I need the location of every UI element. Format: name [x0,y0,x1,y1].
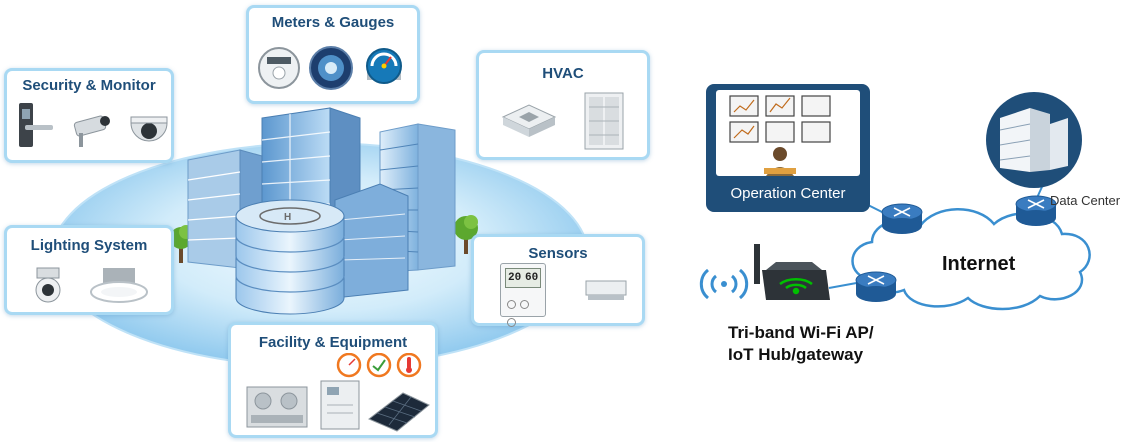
wifi-router-icon [754,244,830,300]
hvac-box: HVAC [476,50,650,160]
lighting-system-title: Lighting System [30,237,148,254]
security-monitor-title: Security & Monitor [22,77,156,94]
water-meter-icon [309,46,353,90]
thermostat-temp: 20 [508,272,522,284]
chiller-icon [246,386,308,428]
pressure-gauge-icon [366,48,402,84]
server-icon [986,92,1082,188]
gateway-label-line2: IoT Hub/gateway [728,345,864,364]
sensors-title: Sensors [528,245,588,262]
monitor-wall-icon [729,95,831,143]
internet-label: Internet [942,253,1016,275]
downlight-icon [90,268,148,303]
router-icon [855,271,897,302]
thermostat-icon: 20 60 [500,263,546,327]
security-monitor-box: Security & Monitor [4,68,174,163]
generator-icon [320,380,360,430]
operation-center-panel: Operation Center [706,84,870,212]
gateway-label-line1: Tri-band Wi-Fi AP/ [728,323,874,342]
thermostat-humidity: 60 [525,272,539,284]
efficiency-gauge-icon [336,353,422,378]
facility-equipment-title: Facility & Equipment [258,334,408,351]
lighting-system-box: Lighting System [4,225,174,315]
tree-icon [170,225,193,263]
meters-gauges-box: Meters & Gauges [246,5,420,104]
facility-equipment-box: Facility & Equipment [228,322,438,438]
wifi-signal-icon [699,268,749,300]
operation-center-label: Operation Center [730,185,846,202]
building-icon: H [235,199,345,315]
ceiling-sensor-icon [585,280,627,300]
meters-gauges-title: Meters & Gauges [271,14,395,31]
electric-meter-icon [258,47,300,89]
router-icon [881,203,923,234]
dome-camera-icon [130,116,168,142]
door-lock-icon [19,103,53,147]
svg-text:H: H [284,212,291,223]
cctv-camera-icon [73,115,110,147]
sensors-box: Sensors 20 60 [471,234,645,327]
ceiling-ac-icon [501,104,557,137]
data-center-label: Data Center [1050,193,1121,208]
spot-light-icon [35,267,61,303]
outdoor-unit-icon [584,92,624,150]
operator-icon [764,147,796,176]
router-icon [1015,195,1057,226]
solar-panel-icon [368,392,430,432]
tree-icon [454,215,478,254]
hvac-title: HVAC [542,65,584,82]
